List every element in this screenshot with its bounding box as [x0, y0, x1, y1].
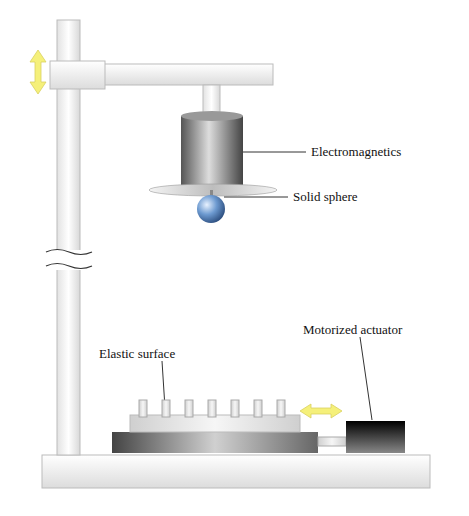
- part-label: Electromagnetics: [310, 145, 402, 159]
- elastic-pillar: [162, 400, 170, 417]
- elastic-pillar: [254, 400, 262, 417]
- elastic-pillar: [139, 400, 147, 417]
- part-label: Solid sphere: [292, 190, 359, 204]
- elastic-pillar: [208, 400, 216, 417]
- elastic-pillar: [185, 400, 193, 417]
- elastic-pillar: [277, 400, 285, 417]
- part-label: Elastic surface: [98, 347, 176, 361]
- elastic-pillar: [231, 400, 239, 417]
- part-label: Motorized actuator: [302, 323, 403, 337]
